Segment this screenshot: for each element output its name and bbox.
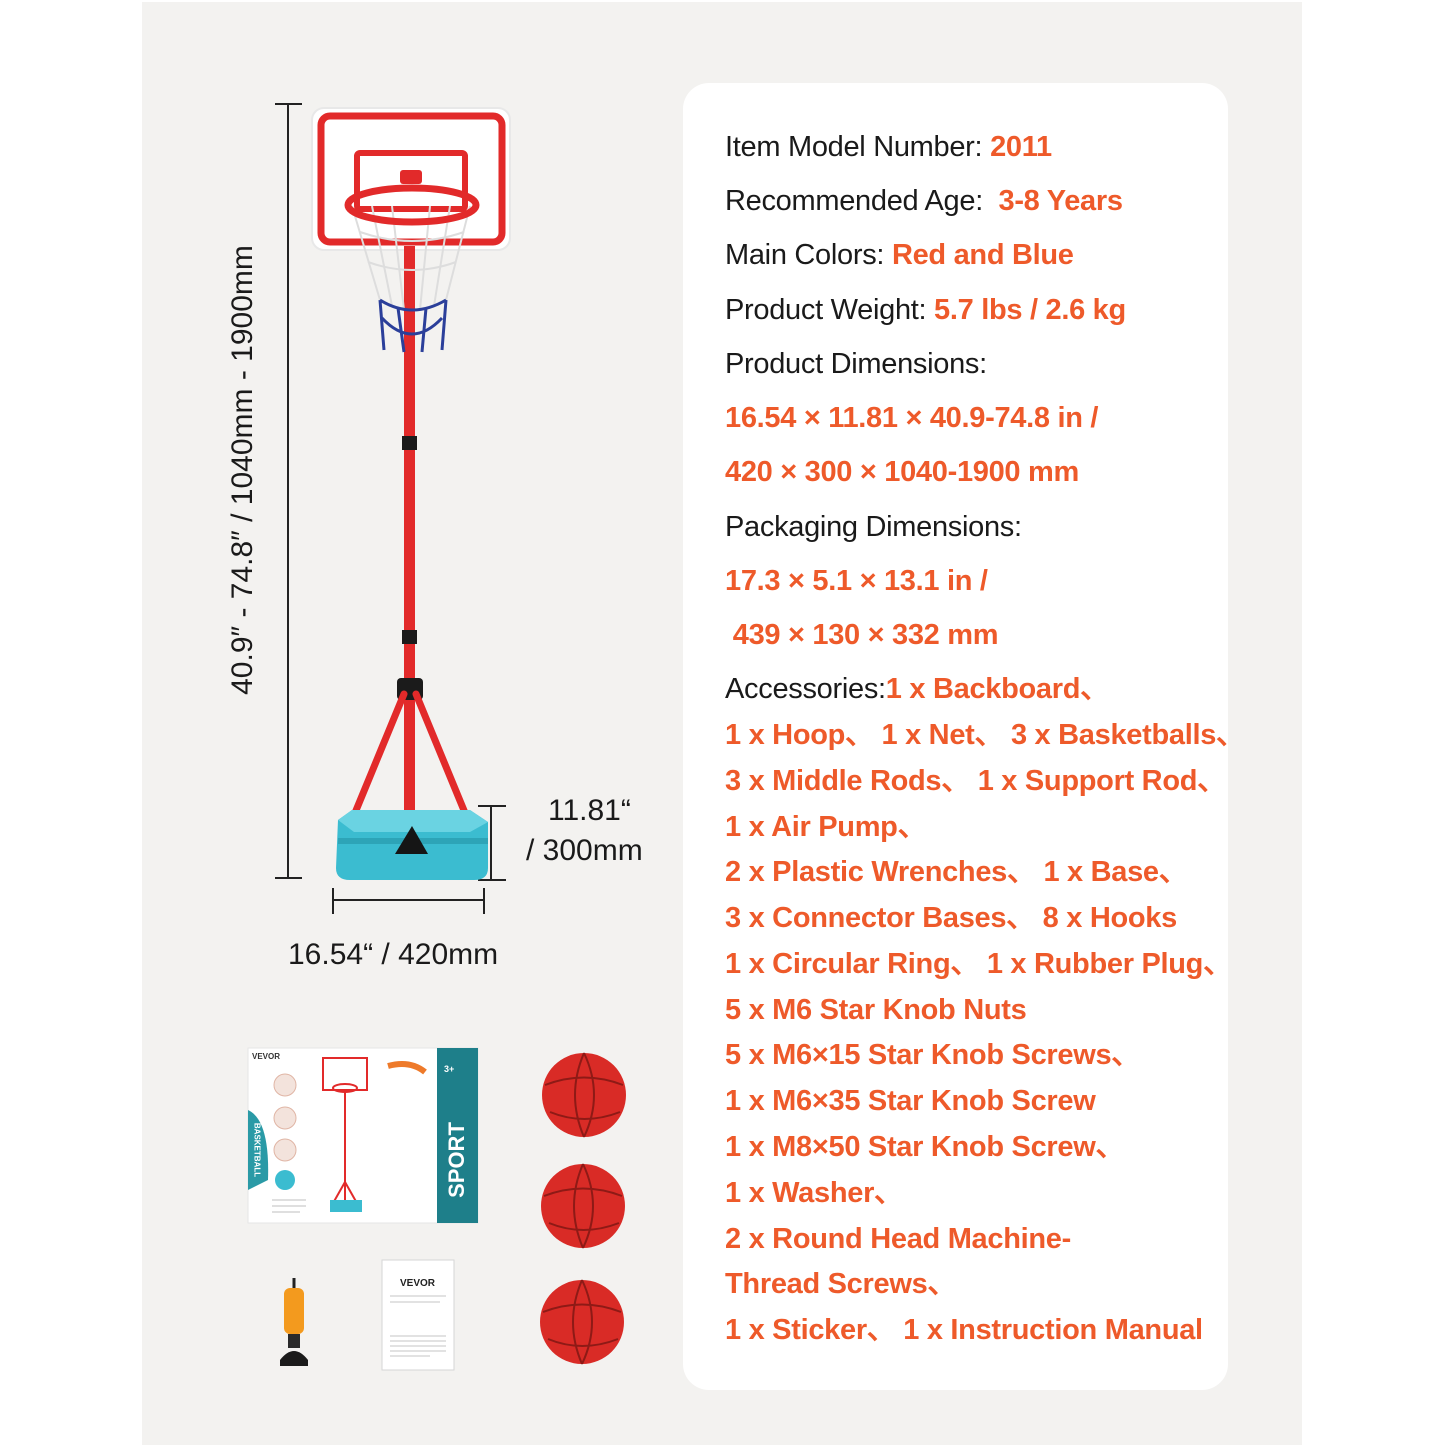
width-dimension-line bbox=[332, 888, 485, 914]
accessory-line: 5 x M6×15 Star Knob Screws、 bbox=[725, 1039, 1140, 1071]
package-box-image bbox=[247, 1047, 479, 1224]
accessory-line: 1 x Hoop、 1 x Net、 3 x Basketballs、 bbox=[725, 719, 1245, 751]
accessory-line: 3 x Connector Bases、 8 x Hooks bbox=[725, 902, 1177, 934]
air-pump-image bbox=[280, 1278, 308, 1366]
accessory-line: 1 x M6×35 Star Knob Screw bbox=[725, 1085, 1096, 1117]
box-line-art bbox=[272, 1199, 306, 1213]
accessory-line: 1 x Sticker、 1 x Instruction Manual bbox=[725, 1314, 1203, 1346]
depth-mm-label: / 300mm bbox=[526, 834, 643, 867]
box-sport-word: SPORT bbox=[444, 1122, 469, 1198]
spec-age-label: Recommended Age: bbox=[725, 185, 999, 217]
backboard bbox=[311, 107, 511, 251]
accessory-line: 1 x Circular Ring、 1 x Rubber Plug、 bbox=[725, 948, 1232, 980]
spec-product-dimensions-mm: 420 × 300 × 1040-1900 mm bbox=[725, 456, 1079, 488]
stand-base bbox=[336, 810, 488, 880]
hoop-rim bbox=[344, 184, 480, 226]
accessory-line: 5 x M6 Star Knob Nuts bbox=[725, 994, 1027, 1026]
width-dimension-label: 16.54“ / 420mm bbox=[288, 938, 499, 971]
height-dimension-label: 40.9″ - 74.8″ / 1040mm - 1900mm bbox=[226, 245, 259, 695]
spec-packaging-dimensions-mm: 439 × 130 × 332 mm bbox=[725, 619, 999, 651]
depth-inch-label: 11.81“ bbox=[548, 794, 631, 827]
spec-age: Recommended Age: 3-8 Years bbox=[725, 184, 1123, 218]
spec-model: Item Model Number: 2011 bbox=[725, 130, 1052, 164]
basketball-3 bbox=[540, 1279, 624, 1365]
support-legs bbox=[346, 690, 474, 829]
spec-accessories-label: Accessories: bbox=[725, 673, 886, 705]
box-age-badge: 3+ bbox=[444, 1064, 455, 1074]
spec-colors-value: Red and Blue bbox=[891, 239, 1074, 271]
hoop-net bbox=[351, 205, 471, 353]
spec-model-label: Item Model Number: bbox=[725, 131, 991, 163]
accessory-line: 1 x Backboard、 bbox=[885, 673, 1109, 705]
spec-model-value: 2011 bbox=[990, 131, 1052, 163]
spec-colors: Main Colors: Red and Blue bbox=[725, 238, 1074, 272]
spec-weight-value: 5.7 lbs / 2.6 kg bbox=[934, 294, 1126, 326]
accessory-line: 1 x Washer、 bbox=[725, 1177, 903, 1209]
spec-weight-label: Product Weight: bbox=[725, 294, 935, 326]
accessory-line: 1 x M8×50 Star Knob Screw、 bbox=[725, 1131, 1125, 1163]
spec-weight: Product Weight: 5.7 lbs / 2.6 kg bbox=[725, 293, 1126, 327]
spec-card bbox=[683, 83, 1228, 1390]
spec-age-value: 3-8 Years bbox=[998, 185, 1123, 217]
basketball-1 bbox=[542, 1052, 626, 1138]
spec-packaging-dimensions-label: Packaging Dimensions: bbox=[725, 511, 1022, 543]
spec-product-dimensions-inch: 16.54 × 11.81 × 40.9-74.8 in / bbox=[725, 402, 1099, 434]
accessory-line: 3 x Middle Rods、 1 x Support Rod、 bbox=[725, 765, 1226, 797]
spec-accessories: Accessories:1 x Backboard、 bbox=[725, 672, 1109, 706]
height-dimension-line bbox=[275, 103, 302, 879]
basketball-2 bbox=[541, 1163, 625, 1249]
spec-colors-label: Main Colors: bbox=[725, 239, 892, 271]
accessory-line: 2 x Plastic Wrenches、 1 x Base、 bbox=[725, 856, 1188, 888]
accessory-line: Thread Screws、 bbox=[725, 1268, 957, 1300]
box-brand: VEVOR bbox=[252, 1052, 281, 1061]
accessory-line: 1 x Air Pump、 bbox=[725, 811, 927, 843]
manual-brand: VEVOR bbox=[400, 1278, 436, 1289]
spec-product-dimensions-label: Product Dimensions: bbox=[725, 348, 987, 380]
box-tag: BASKETBALL bbox=[252, 1122, 262, 1178]
accessory-line: 2 x Round Head Machine- bbox=[725, 1223, 1071, 1255]
instruction-manual-image bbox=[381, 1259, 455, 1371]
spec-packaging-dimensions-inch: 17.3 × 5.1 × 13.1 in / bbox=[725, 565, 988, 597]
depth-dimension-line bbox=[478, 805, 506, 881]
